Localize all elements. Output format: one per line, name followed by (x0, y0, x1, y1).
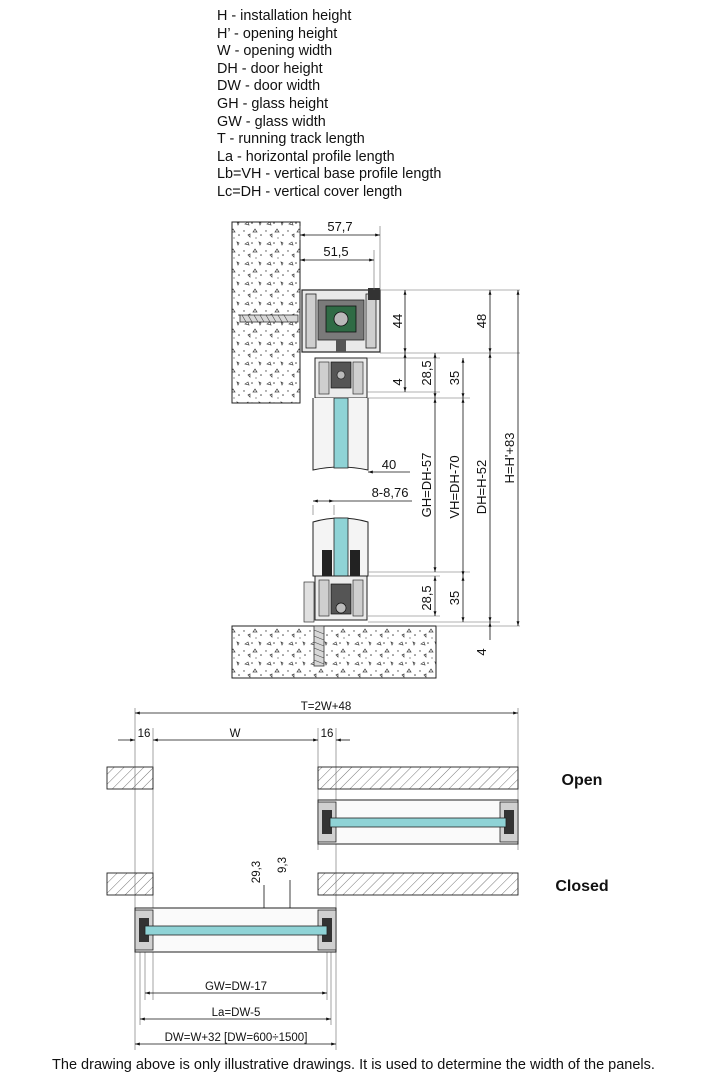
dim-40: 40 (382, 457, 396, 472)
dim-16-left: 16 (138, 728, 151, 740)
dimension-lines (300, 233, 520, 640)
label-open: Open (562, 772, 603, 789)
plan-view: T=2W+48 16 W 16 Open Closed 29,3 9,3 (106, 701, 609, 1050)
dim-28-5-bottom: 28,5 (419, 585, 434, 610)
legend: H - installation height H’ - opening hei… (217, 8, 441, 202)
dim-dw: DW=W+32 [DW=600÷1500] (165, 1032, 308, 1044)
section-view: 57,7 51,5 44 48 4 28,5 35 40 8-8,76 GH=D… (231, 219, 520, 679)
dim-28-5-top: 28,5 (419, 360, 434, 385)
dim-4-bottom: 4 (474, 648, 489, 655)
legend-item: Lc=DH - vertical cover length (217, 183, 403, 200)
dim-57-7: 57,7 (327, 219, 352, 234)
door-panel-closed (134, 907, 337, 953)
wall-right-closed (317, 872, 519, 896)
legend-item: DW - door width (217, 78, 321, 95)
legend-item: DH - door height (217, 60, 323, 77)
dim-44: 44 (390, 314, 405, 328)
legend-item: T - running track length (217, 131, 365, 148)
legend-item: H - installation height (217, 8, 352, 24)
dim-gw: GW=DW-17 (205, 981, 267, 993)
dim-35-top: 35 (447, 371, 462, 385)
dim-8-8-76: 8-8,76 (372, 485, 409, 500)
wall-left-open (106, 766, 154, 790)
dim-48: 48 (474, 314, 489, 328)
glass-lower (333, 517, 349, 581)
bottom-guide-profile (303, 575, 368, 623)
legend-item: GW - glass width (217, 113, 326, 130)
wall-section (231, 221, 301, 404)
dim-h: H=H'+83 (502, 433, 517, 484)
dim-la: La=DW-5 (212, 1007, 261, 1019)
dim-vh: VH=DH-70 (447, 455, 462, 518)
wall-screw (239, 314, 299, 323)
extension-lines (299, 226, 520, 627)
legend-item: Lb=VH - vertical base profile length (217, 166, 442, 183)
legend-item: H’ - opening height (217, 25, 338, 42)
top-track-profile (301, 288, 381, 353)
dim-51-5: 51,5 (323, 244, 348, 259)
dim-16-right: 16 (321, 728, 334, 740)
plan-dimension-lines (118, 711, 518, 1046)
dim-w: W (230, 728, 241, 740)
dim-35-bottom: 35 (447, 591, 462, 605)
dim-gh: GH=DH-57 (419, 453, 434, 518)
dim-4-top: 4 (390, 378, 405, 385)
floor-section (231, 625, 437, 679)
label-closed: Closed (555, 878, 608, 895)
dim-9-3: 9,3 (277, 857, 289, 873)
dim-dh: DH=H-52 (474, 460, 489, 515)
legend-item: La - horizontal profile length (217, 148, 395, 165)
wall-left-closed (106, 872, 154, 896)
floor-anchor (313, 625, 325, 667)
footer-note: The drawing above is only illustrative d… (52, 1057, 655, 1073)
wall-right-open (317, 766, 519, 790)
dim-t: T=2W+48 (301, 701, 352, 713)
dim-29-3: 29,3 (251, 861, 263, 883)
legend-item: W - opening width (217, 43, 333, 60)
door-panel-open (317, 799, 519, 845)
glass-upper (333, 397, 349, 469)
legend-item: GH - glass height (217, 95, 329, 112)
